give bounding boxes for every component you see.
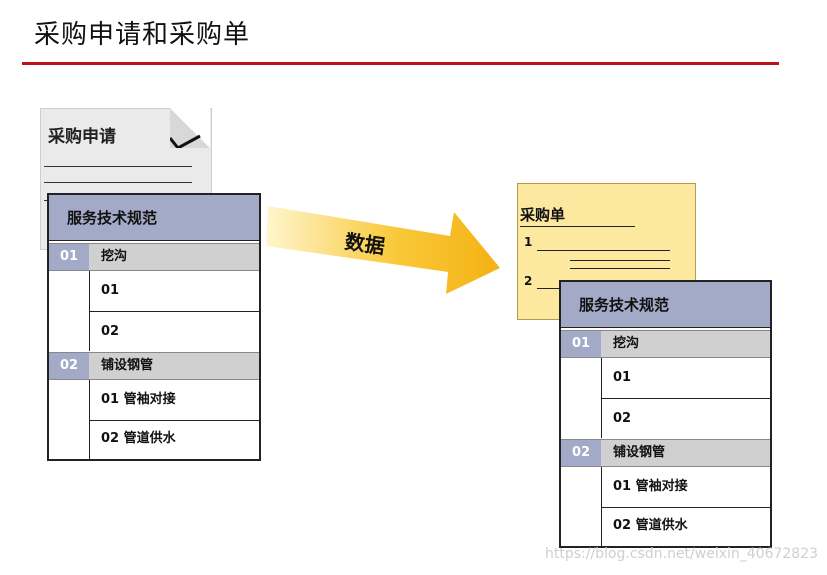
- arrow-icon: [266, 206, 500, 294]
- order-line: [570, 268, 670, 269]
- section-number: 02: [561, 440, 601, 466]
- list-item: 02: [101, 324, 120, 339]
- section-label: 铺设钢管: [101, 358, 154, 373]
- row-divider: [601, 507, 770, 508]
- section-row: 01 挖沟: [561, 330, 770, 358]
- list-item: 01 管袖对接: [101, 392, 176, 407]
- request-line: [44, 182, 192, 183]
- list-item: 01: [101, 283, 120, 298]
- page-fold-icon: [170, 108, 210, 148]
- section-row: 02 铺设钢管: [49, 352, 259, 380]
- section-number: 01: [49, 244, 89, 270]
- order-line: [520, 226, 635, 227]
- list-item: 02 管道供水: [101, 431, 176, 446]
- section-label: 铺设钢管: [613, 445, 666, 460]
- section-label: 挖沟: [613, 336, 640, 351]
- arrow-label: 数据: [343, 229, 387, 259]
- title-underline: [22, 62, 779, 65]
- list-item: 01 管袖对接: [613, 479, 688, 494]
- list-item: 01: [613, 370, 632, 385]
- section-number: 01: [561, 331, 601, 357]
- list-item: 02 管道供水: [613, 518, 688, 533]
- section-label: 挖沟: [101, 249, 128, 264]
- row-divider: [89, 420, 259, 421]
- order-line: [537, 250, 670, 251]
- request-line: [44, 166, 192, 167]
- section-number: 02: [49, 353, 89, 379]
- section-row: 02 铺设钢管: [561, 439, 770, 467]
- service-spec-table-right: 服务技术规范 01 挖沟 01 02 02 铺设钢管 01 管袖对接 02 管道…: [559, 280, 772, 548]
- row-divider: [601, 398, 770, 399]
- row-divider: [89, 311, 259, 312]
- spec-header: 服务技术规范: [561, 282, 770, 328]
- service-spec-table-left: 服务技术规范 01 挖沟 01 02 02 铺设钢管 01 管袖对接 02 管道…: [47, 193, 261, 461]
- watermark: https://blog.csdn.net/weixin_40672823: [545, 546, 819, 562]
- page-title: 采购申请和采购单: [34, 20, 251, 50]
- purchase-order-title: 采购单: [520, 206, 566, 224]
- list-item: 02: [613, 411, 632, 426]
- order-line-number: 2: [524, 274, 533, 288]
- spec-header: 服务技术规范: [49, 195, 259, 241]
- purchase-request-title: 采购申请: [48, 127, 116, 147]
- order-line: [570, 260, 670, 261]
- order-line-number: 1: [524, 235, 533, 249]
- section-row: 01 挖沟: [49, 243, 259, 271]
- order-line: [537, 288, 562, 289]
